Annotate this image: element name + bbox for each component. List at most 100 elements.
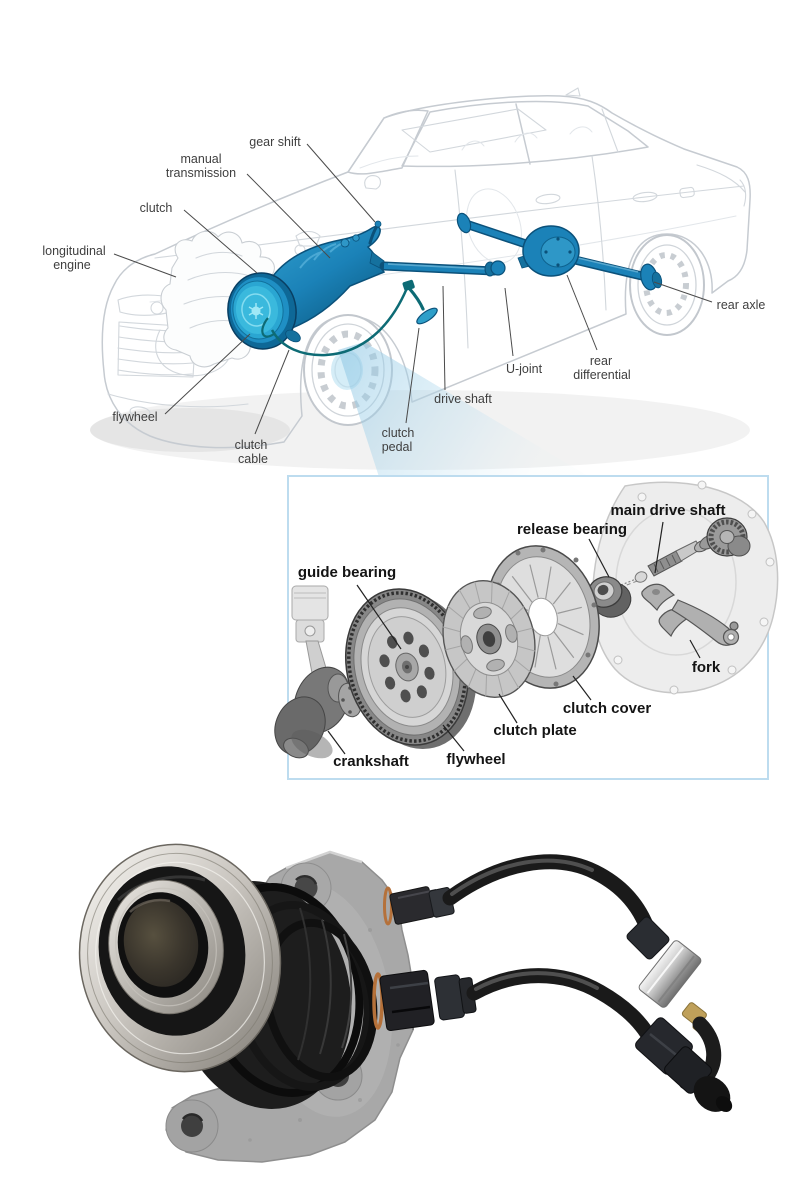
release-bearing-part: [587, 576, 632, 618]
svg-text:flywheel: flywheel: [446, 751, 505, 768]
svg-text:pedal: pedal: [382, 440, 413, 454]
door-handle-rear: [632, 191, 658, 203]
fuel-cap: [679, 186, 695, 199]
rear-door-seam: [591, 155, 607, 311]
svg-text:flywheel: flywheel: [112, 410, 157, 424]
svg-text:U-joint: U-joint: [506, 362, 543, 376]
label-guide-bearing: guide bearing: [298, 564, 402, 650]
label-clutch-plate: clutch plate: [493, 693, 577, 739]
crankshaft-part: [274, 585, 362, 759]
label-clutch-cover: clutch cover: [563, 675, 652, 717]
bottom-port-fitting: [372, 969, 477, 1032]
drivetrain-highlight: [227, 212, 663, 357]
bumper-line: [107, 393, 249, 408]
top-port-fitting: [383, 886, 455, 926]
clutch-exploded-diagram: guide bearing release bearing main drive…: [274, 475, 779, 780]
damper-springs: [460, 606, 518, 672]
label-flywheel: flywheel: [112, 333, 251, 424]
lower-pipe-end-fitting: [635, 1017, 733, 1112]
side-windows: [401, 100, 649, 168]
svg-text:transmission: transmission: [166, 166, 236, 180]
clutch-plate-part: [442, 580, 536, 698]
label-release-bearing: release bearing: [517, 521, 627, 578]
seat-headrest-3: [569, 126, 593, 135]
svg-text:release bearing: release bearing: [517, 521, 627, 538]
svg-text:clutch plate: clutch plate: [493, 722, 576, 739]
svg-text:rear: rear: [590, 354, 612, 368]
label-gear-shift: gear shift: [249, 135, 376, 223]
label-rear-axle: rear axle: [653, 281, 766, 312]
rear-axle-assembly: [456, 212, 663, 291]
label-manual-transmission: manual transmission: [166, 152, 331, 259]
svg-text:main drive shaft: main drive shaft: [610, 502, 725, 519]
car-labels: gear shift manual transmission clutch lo…: [42, 135, 765, 466]
side-mirror: [364, 175, 382, 190]
svg-text:guide bearing: guide bearing: [298, 564, 396, 581]
release-bearing-face: [78, 843, 282, 1073]
sunroof: [401, 108, 547, 153]
headlight-beam: [331, 342, 588, 480]
door-handle-front: [535, 193, 561, 205]
upper-hydraulic-pipe: [442, 854, 656, 938]
trunk-seam: [696, 164, 746, 193]
flywheel-bolt-holes: [379, 631, 435, 703]
svg-text:engine: engine: [53, 258, 91, 272]
svg-text:longitudinal: longitudinal: [42, 244, 105, 258]
label-fork: fork: [689, 639, 721, 676]
label-drive-shaft: drive shaft: [434, 285, 492, 406]
copper-washer-bottom: [372, 972, 384, 1030]
lower-hydraulic-pipe: [466, 968, 660, 1050]
label-flywheel-exploded: flywheel: [442, 724, 506, 768]
front-badge: [150, 301, 164, 315]
rear-wheel: [629, 234, 705, 336]
c-pillar-divider: [601, 108, 619, 153]
car-front-shadow: [90, 408, 290, 452]
label-clutch-cable: clutch cable: [235, 349, 290, 466]
seat-headrest-1: [461, 140, 485, 151]
mounting-ear-bottom-left: [165, 1099, 219, 1153]
front-door-seam: [454, 169, 469, 349]
label-clutch-pedal: clutch pedal: [382, 327, 420, 454]
fog-light: [129, 406, 151, 418]
label-u-joint: U-joint: [504, 287, 543, 376]
clutch-cable-part: [261, 287, 409, 357]
exploded-labels: guide bearing release bearing main drive…: [298, 502, 726, 770]
label-crankshaft: crankshaft: [327, 730, 409, 770]
label-clutch: clutch: [140, 201, 258, 274]
clutch-pedal-part: [402, 279, 438, 325]
gear-shift-lever: [368, 220, 382, 245]
seat-headrest-2: [514, 132, 538, 143]
antenna-fin: [565, 87, 581, 97]
windshield: [347, 109, 429, 175]
label-longitudinal-engine: longitudinal engine: [42, 244, 177, 278]
svg-text:crankshaft: crankshaft: [333, 753, 409, 770]
fork-part: [641, 583, 740, 646]
svg-text:drive shaft: drive shaft: [434, 392, 492, 406]
dashboard-line: [359, 155, 419, 169]
svg-text:manual: manual: [181, 152, 222, 166]
svg-text:clutch: clutch: [382, 426, 415, 440]
label-gear-shift-text: gear shift: [249, 135, 301, 149]
main-drive-shaft-part: [620, 517, 751, 586]
flywheel-center-glyph: [248, 303, 264, 319]
svg-text:rear axle: rear axle: [717, 298, 766, 312]
svg-text:clutch cover: clutch cover: [563, 700, 652, 717]
svg-text:cable: cable: [238, 452, 268, 466]
taillight: [739, 179, 747, 207]
car-cutaway-diagram: gear shift manual transmission clutch lo…: [42, 87, 765, 480]
flywheel-part: [344, 588, 477, 750]
release-bearing-photo: [78, 843, 733, 1163]
clutch-housing: [227, 272, 301, 350]
svg-text:fork: fork: [692, 659, 721, 676]
label-rear-differential: rear differential: [566, 274, 631, 382]
friction-segments: [442, 581, 536, 697]
svg-text:clutch: clutch: [140, 201, 173, 215]
svg-text:differential: differential: [573, 368, 630, 382]
car-silhouette: [101, 94, 751, 449]
chrome-union-fitting: [638, 940, 702, 1008]
far-rear-wheel-arch: [466, 188, 522, 264]
u-joint-part: [484, 260, 506, 277]
label-main-drive-shaft: main drive shaft: [610, 502, 726, 574]
